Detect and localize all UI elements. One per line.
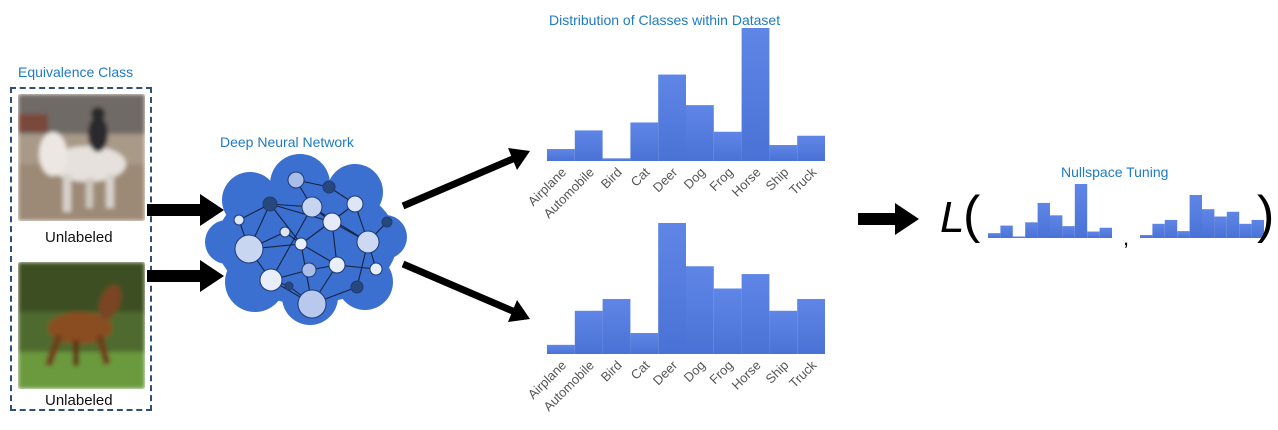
image-1-label: Unlabeled	[45, 229, 113, 246]
loss-symbol: L	[940, 193, 965, 242]
bar-ship	[769, 145, 798, 161]
bar-cat	[1025, 222, 1038, 238]
bar-horse	[741, 28, 770, 161]
bar-bird	[602, 298, 631, 354]
tick-label-dog: Dog	[681, 165, 708, 192]
arrow-right-icon	[147, 194, 224, 226]
bar-truck	[1251, 219, 1264, 238]
running-horse-photo	[18, 262, 145, 389]
bar-dog	[1050, 215, 1063, 238]
output-arrows	[401, 148, 530, 322]
bar-automobile	[574, 130, 603, 161]
tick-label-truck: Truck	[786, 164, 820, 198]
bar-cat	[630, 333, 659, 354]
bar-bird	[1012, 236, 1026, 238]
bar-bird	[1164, 219, 1178, 238]
distribution-title: Distribution of Classes within Dataset	[549, 12, 781, 28]
separator-comma: ,	[1123, 225, 1130, 250]
arrow-right-icon	[858, 203, 919, 235]
close-paren: )	[1257, 186, 1275, 244]
tick-label-cat: Cat	[628, 164, 653, 189]
bar-automobile	[1152, 223, 1165, 238]
bar-truck	[797, 298, 825, 354]
tick-label-deer: Deer	[650, 164, 681, 195]
tick-label-bird: Bird	[598, 165, 625, 192]
bar-cat	[630, 122, 659, 161]
bar-airplane	[988, 233, 1001, 238]
bar-ship	[769, 310, 798, 354]
bar-automobile	[1000, 225, 1013, 238]
tick-label-deer: Deer	[650, 357, 681, 388]
bar-bird	[602, 158, 631, 161]
bar-deer	[1189, 195, 1202, 238]
bar-horse	[741, 274, 770, 354]
input-arrows	[147, 194, 224, 292]
bar-airplane	[547, 149, 575, 161]
bar-frog	[713, 288, 742, 354]
bar-dog	[686, 266, 714, 354]
bar-frog	[1062, 226, 1075, 238]
arrow-right-icon	[147, 260, 224, 292]
tick-label-dog: Dog	[681, 358, 708, 385]
bar-frog	[1214, 216, 1227, 238]
bar-frog	[713, 131, 742, 161]
bar-deer	[658, 223, 686, 354]
arrow-down-right-icon	[401, 260, 530, 322]
bar-dog	[1202, 209, 1215, 238]
equivalence-class-title: Equivalence Class	[18, 64, 134, 80]
mini-distribution-1	[988, 184, 1112, 238]
bar-horse	[1226, 211, 1240, 238]
neural-network-cloud	[205, 154, 407, 325]
image-2-label: Unlabeled	[45, 392, 113, 409]
bar-ship	[1087, 231, 1100, 238]
bar-horse	[1074, 184, 1088, 238]
bar-deer	[1037, 202, 1050, 238]
arrow-up-right-icon	[401, 148, 530, 210]
tick-label-horse: Horse	[729, 358, 764, 393]
nullspace-title: Nullspace Tuning	[1061, 164, 1169, 180]
bar-truck	[1099, 227, 1112, 238]
bar-dog	[686, 105, 714, 161]
mini-distribution-2	[1140, 195, 1264, 238]
tick-label-bird: Bird	[598, 358, 625, 385]
horse-rider-photo	[18, 94, 145, 221]
bar-ship	[1239, 223, 1252, 238]
tick-label-truck: Truck	[786, 357, 820, 391]
bar-automobile	[574, 310, 603, 354]
network-title: Deep Neural Network	[220, 134, 354, 150]
tick-label-horse: Horse	[729, 165, 764, 200]
bar-deer	[658, 74, 686, 161]
bar-airplane	[1140, 234, 1153, 238]
tick-label-cat: Cat	[628, 357, 653, 382]
open-paren: (	[963, 186, 981, 244]
equivalence-class-box	[10, 87, 152, 411]
bar-cat	[1177, 231, 1190, 238]
bar-truck	[797, 135, 825, 161]
bar-airplane	[547, 344, 575, 354]
